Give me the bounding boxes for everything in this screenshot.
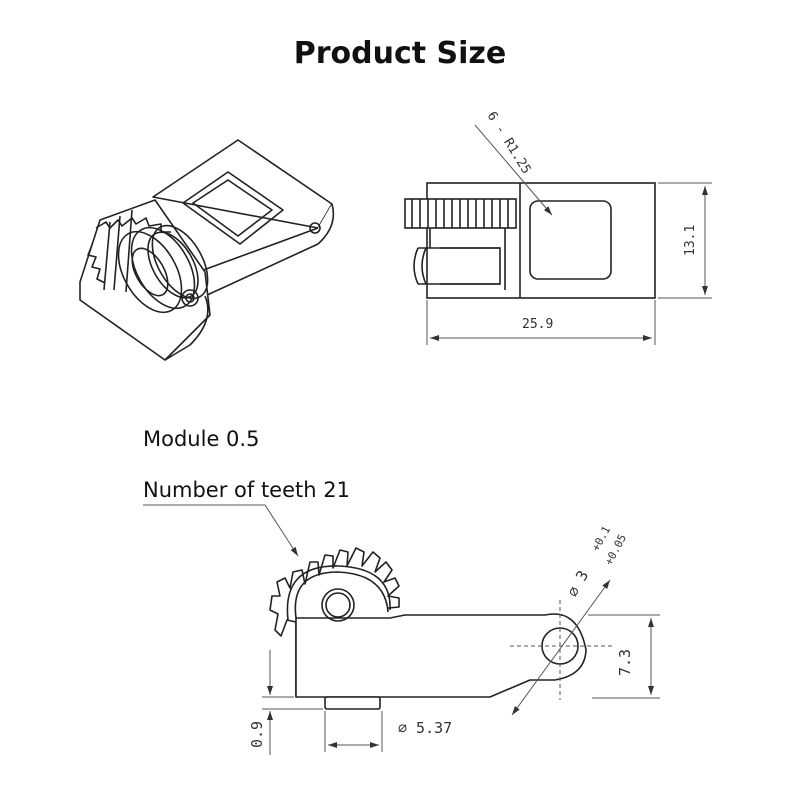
hole-diameter-dimension: ⌀ 3 [564,568,593,600]
module-label: Module 0.5 [143,427,260,451]
isometric-view [79,139,335,361]
top-view [404,182,656,299]
top-view-dimensions [426,124,712,345]
width-dimension: 25.9 [522,317,553,332]
radius-dimension: 6 - R1.25 [484,109,534,177]
side-view [269,547,587,710]
page-title: Product Size [293,36,507,71]
side-view-dimensions [143,504,660,755]
teeth-label: Number of teeth 21 [143,478,350,502]
arm-height-dimension: 7.3 [616,649,634,676]
offset-dimension: 0.9 [248,721,266,748]
shaft-diameter-dimension: ⌀ 5.37 [398,719,452,737]
height-dimension: 13.1 [683,225,698,256]
